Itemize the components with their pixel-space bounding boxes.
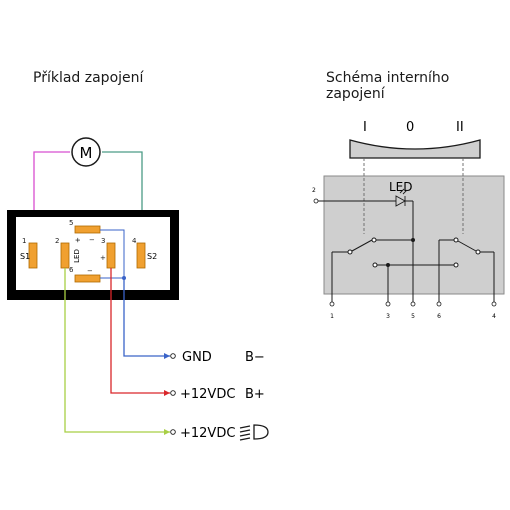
s2-label: S2: [147, 252, 157, 261]
right-title: Schéma interního zapojení: [326, 70, 450, 102]
left-switch: [331, 237, 414, 302]
pin-number-1: 1: [22, 237, 26, 245]
position-label-0: 0: [406, 120, 414, 135]
left-title: Příklad zapojení: [33, 70, 144, 86]
pin-terminal-2: [313, 198, 319, 204]
lamp-voltage-label: +12VDC: [180, 426, 235, 441]
s1-label: S1: [20, 252, 30, 261]
pin-terminal-5: [410, 301, 416, 307]
motor-icon: M: [71, 137, 101, 167]
pin-terminal-1: [329, 301, 335, 307]
schematic-pin-4: 4: [492, 313, 496, 320]
pin-number-6: 6: [69, 266, 74, 274]
pin-terminal-4: [491, 301, 497, 307]
gnd-arrow: [164, 353, 170, 359]
b-plus-terminal-label: B+: [245, 387, 265, 402]
pin-pad-plus: [106, 242, 116, 269]
schematic-pin-2: 2: [312, 187, 316, 194]
pin-pad-5: [74, 225, 101, 234]
pin-number-2: 2: [55, 237, 59, 245]
schematic-pin-3: 3: [386, 313, 390, 320]
pin-number-4: 4: [132, 237, 137, 245]
schematic-pin-6: 6: [437, 313, 441, 320]
position-label-II: II: [456, 120, 464, 135]
gnd-label: GND: [182, 350, 212, 365]
pin-pad-led: [60, 242, 70, 269]
pin-number-5: 5: [69, 219, 73, 227]
gnd-wire: [123, 278, 170, 357]
schematic-pin-1: 1: [330, 313, 334, 320]
motor-label: M: [80, 144, 93, 162]
node-dot-5: [411, 238, 415, 242]
rocker-switch-icon: [349, 139, 481, 159]
gnd-terminal-label: B−: [245, 350, 265, 365]
b-plus-voltage-label: +12VDC: [180, 387, 235, 402]
gnd-terminal: [170, 353, 176, 359]
position-label-I: I: [363, 120, 367, 135]
pin-terminal-3: [385, 301, 391, 307]
jumper-wire: [100, 229, 125, 279]
b-plus-arrow: [164, 390, 170, 396]
internal-box: [323, 175, 505, 295]
right-switch: [388, 237, 495, 302]
b-plus-terminal: [170, 390, 176, 396]
headlight-icon: [239, 424, 269, 441]
b-plus-wire: [110, 268, 170, 394]
pin-pad-6: [74, 274, 101, 283]
pin-pad-s2: [136, 242, 146, 269]
connector-plus: +: [100, 254, 106, 262]
schematic-pin-5: 5: [411, 313, 415, 320]
pin-number-3: 3: [101, 237, 105, 245]
connector-minus-top: −: [89, 236, 95, 244]
pin-terminal-6: [436, 301, 442, 307]
connector-led-label: LED: [73, 249, 81, 263]
lamp-terminal: [170, 429, 176, 435]
connector-led-plus: +: [74, 237, 82, 243]
pin-pad-s1: [28, 242, 38, 269]
connector-minus-bottom: −: [87, 267, 93, 275]
lamp-wire: [64, 268, 170, 433]
lamp-arrow: [164, 429, 170, 435]
